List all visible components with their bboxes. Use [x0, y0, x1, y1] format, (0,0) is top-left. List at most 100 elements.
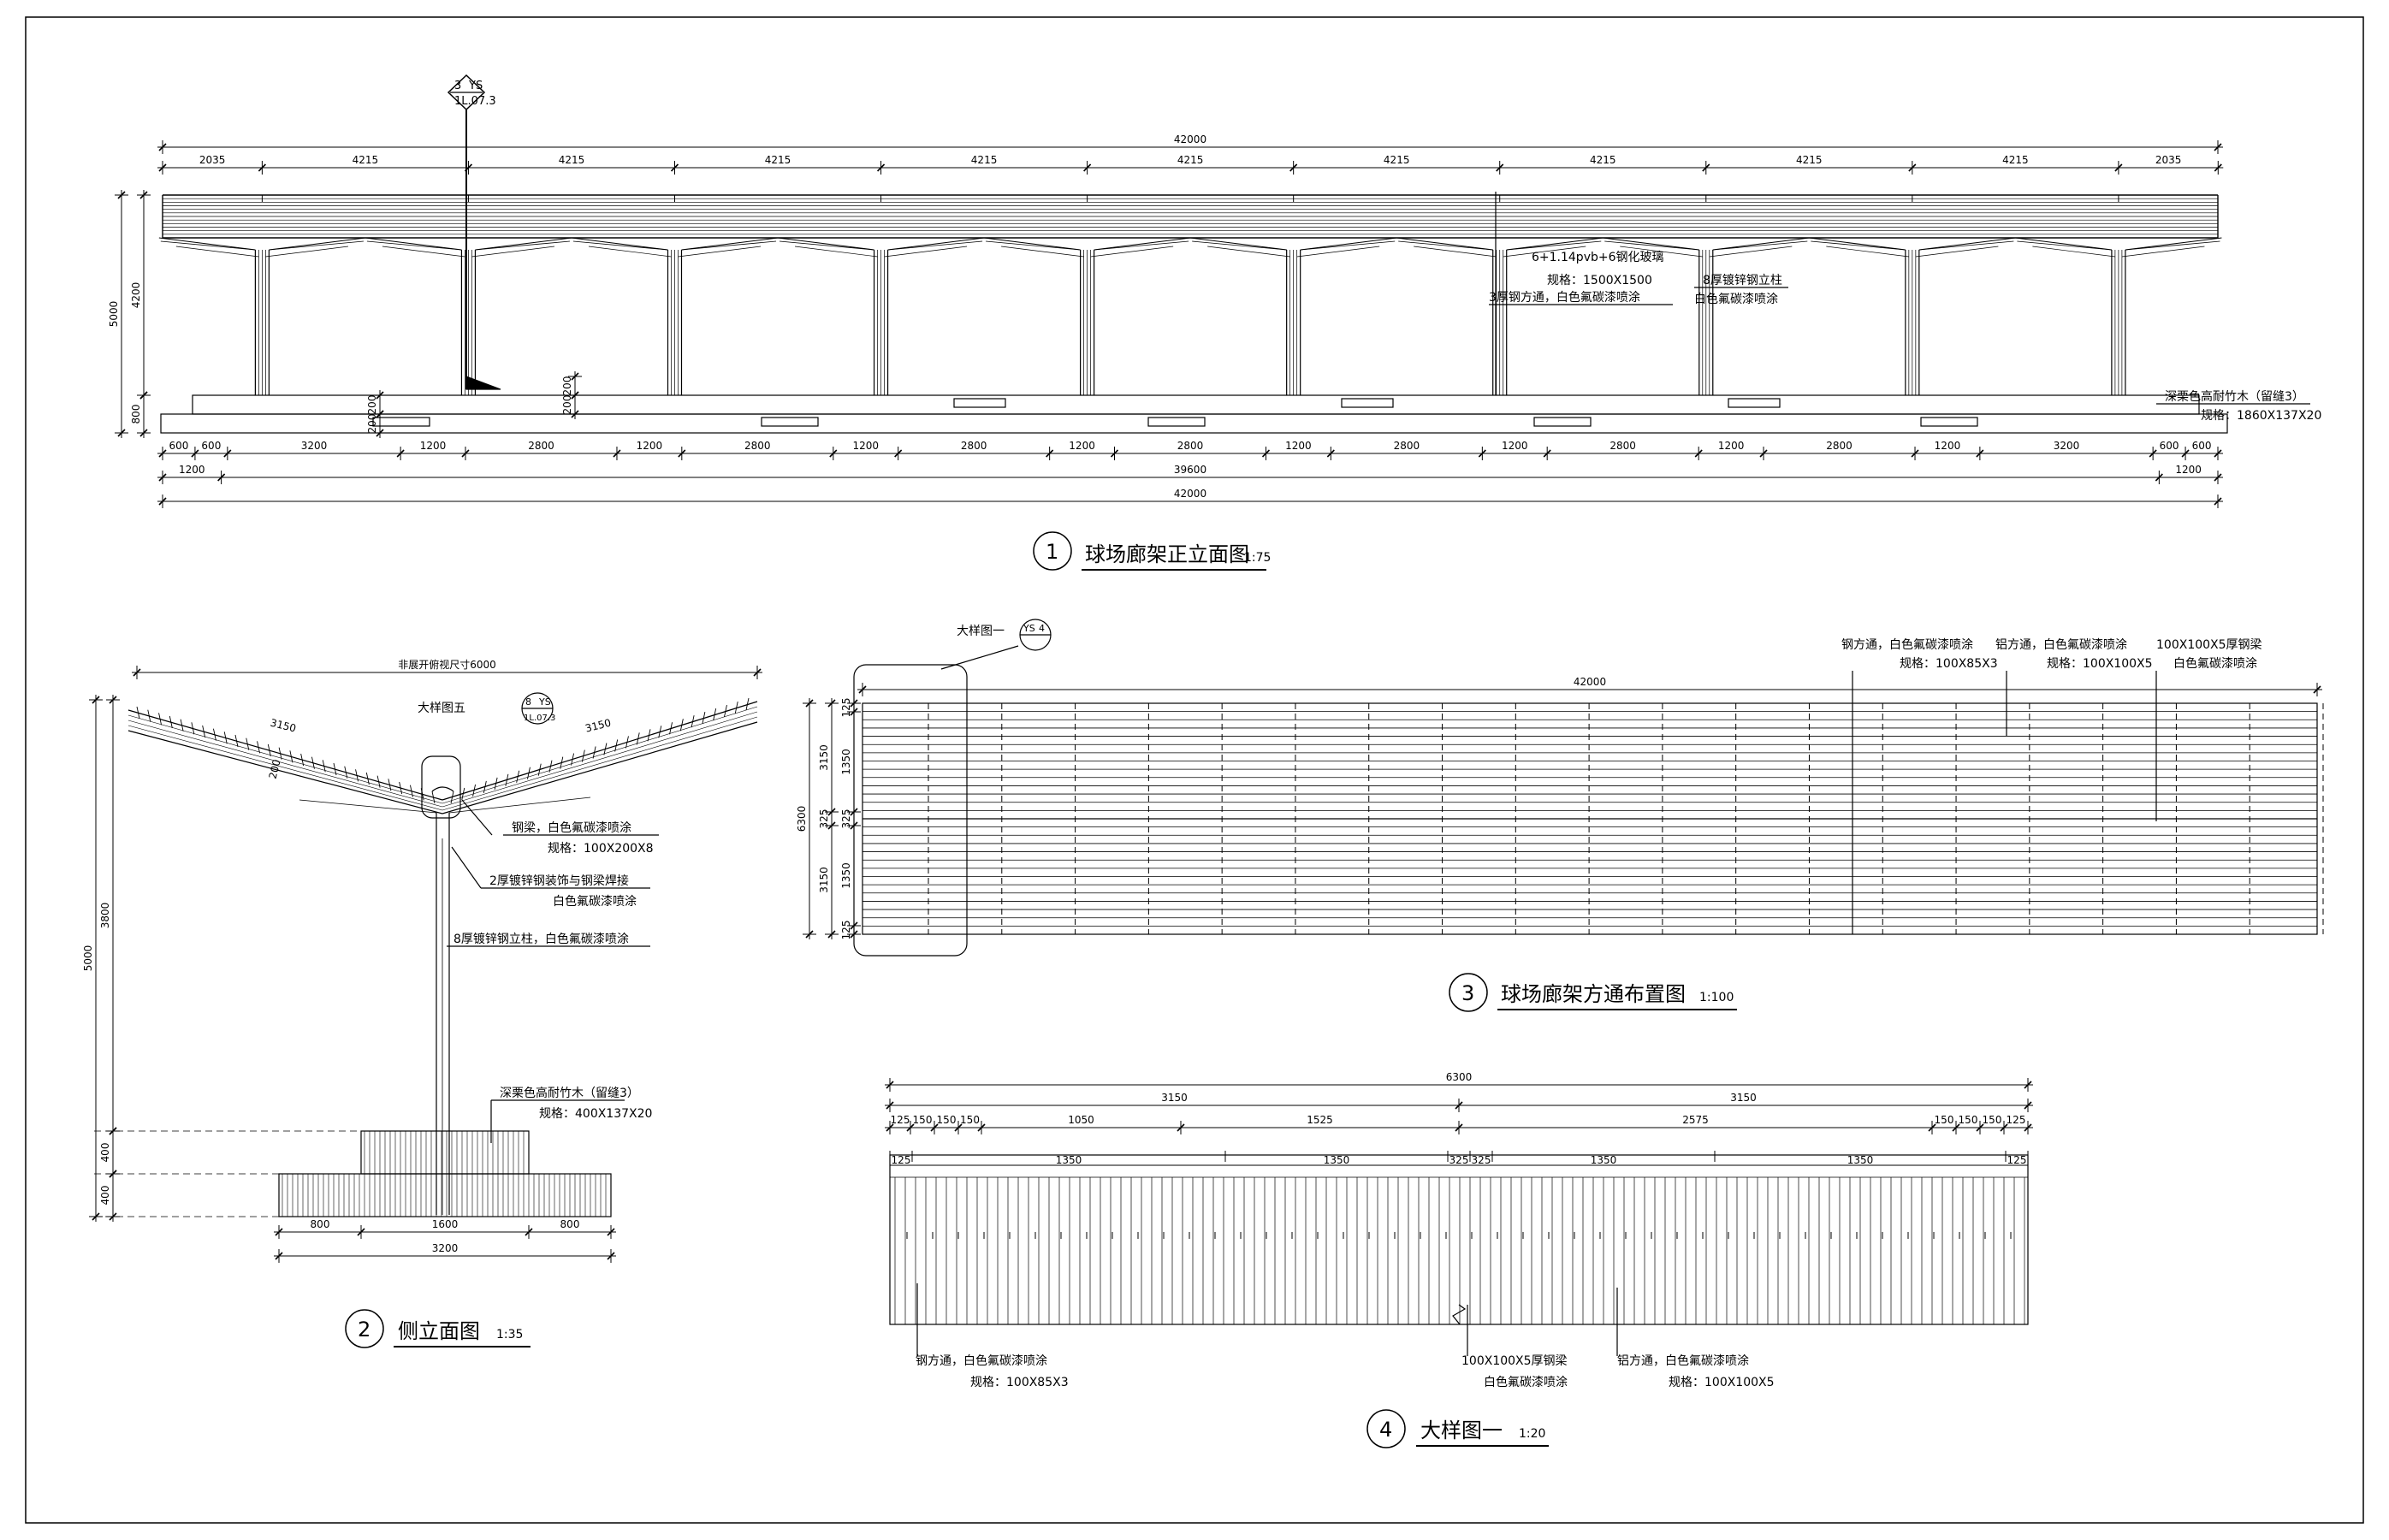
- dim-plan-outer-tick: [850, 930, 858, 939]
- title-num-3: 3: [1461, 981, 1474, 1005]
- right-slat: [461, 787, 465, 801]
- detail-ref-5: YS: [538, 696, 551, 708]
- base-upper-block: [360, 1130, 530, 1175]
- note-beam-1: 钢梁，白色氟碳漆喷涂: [512, 820, 631, 835]
- note-glass-2: 规格：1500X1500: [1547, 274, 1652, 287]
- left-slat: [136, 706, 140, 720]
- right-slat: [527, 767, 531, 779]
- branch: [678, 246, 762, 258]
- left-slat: [169, 715, 173, 729]
- dim-span-label-1: 4215: [353, 154, 379, 166]
- branch: [1190, 237, 1287, 251]
- dim-plan-outer-label-1: 1350: [840, 749, 852, 775]
- left-slat: [322, 760, 326, 773]
- dim-detail-halves-tick: [2024, 1101, 2032, 1110]
- right-slat: [603, 743, 608, 755]
- dim-detail-row3-tick: [1952, 1123, 1960, 1132]
- dim-detail-row3-tick: [1177, 1123, 1185, 1132]
- right-slat: [669, 722, 673, 735]
- detail-box-5[interactable]: [421, 755, 461, 819]
- dim-h-base-tick: [139, 429, 148, 437]
- dim-step-c-tick: [571, 410, 579, 418]
- dim-plan-total-v-tick: [805, 699, 814, 708]
- dim-bay-tick: [894, 449, 903, 458]
- left-slat: [311, 756, 315, 769]
- lower-slot: [372, 417, 430, 427]
- note-det-steel-2: 规格：100X85X3: [970, 1376, 1069, 1389]
- dim-span-label-6: 4215: [1384, 154, 1410, 166]
- dim-detail-row4-3: 325: [1449, 1154, 1469, 1166]
- right-slat: [724, 704, 727, 718]
- plan-dashed-beams: [928, 703, 2324, 934]
- branch: [1396, 237, 1493, 251]
- title-3: 球场廊架方通布置图: [1501, 982, 1686, 1006]
- dim-bay-tick: [2149, 449, 2157, 458]
- branch: [1001, 246, 1084, 258]
- dim-step-a-label-0: 200: [366, 395, 378, 415]
- dim-bay-label-7: 1200: [852, 440, 879, 452]
- title-circle-1: [1033, 531, 1072, 571]
- dim-detail-row3-label-5: 1525: [1307, 1114, 1333, 1126]
- left-slat: [278, 747, 282, 760]
- plan-view: 大样图一 YS 4 420001251350325135012531503253…: [796, 619, 2324, 1012]
- dim-span-tick: [1702, 163, 1710, 172]
- dim-bay-tick: [1261, 449, 1271, 458]
- note-plan-beam-2: 白色氟碳漆喷涂: [2173, 656, 2257, 671]
- dim-bottom-total-tick: [2214, 497, 2222, 506]
- dim-detail-row3-label-8: 150: [1959, 1114, 1978, 1126]
- branch: [2017, 240, 2112, 251]
- dim-detail-total-tick: [2024, 1081, 2032, 1089]
- dim-bay-tick: [1759, 449, 1768, 458]
- joint: [431, 786, 454, 792]
- right-slat: [691, 715, 695, 728]
- section-tag-ref: YS: [468, 80, 483, 92]
- note-glass-1: 6+1.14pvb+6钢化玻璃: [1532, 250, 1664, 264]
- lower-slot: [1147, 417, 1206, 427]
- dim-mid-tick: [217, 473, 226, 482]
- dim-bay-tick: [829, 449, 838, 458]
- right-slat: [548, 760, 553, 773]
- left-slat: [376, 775, 381, 788]
- dim-side-h-b2-label-0: 400: [99, 1186, 111, 1205]
- dim-h-col-label-0: 4200: [130, 282, 142, 309]
- dim-plan-outer-tick: [850, 921, 858, 930]
- detail-outline: [889, 1154, 2029, 1325]
- branch: [1918, 237, 2016, 251]
- dim-span-label-7: 4215: [1590, 154, 1616, 166]
- left-slat: [333, 762, 337, 776]
- right-slat: [472, 784, 476, 797]
- section-marker[interactable]: 3 YS 1L.07.3: [447, 74, 501, 390]
- note-beam-2: 规格：100X200X8: [548, 842, 654, 856]
- dim-bay-label-2: 3200: [301, 440, 328, 452]
- branch: [1712, 240, 1808, 251]
- dim-bay-tick: [1478, 449, 1486, 458]
- branch: [1503, 246, 1586, 258]
- note-plan-alu-1: 铝方通，白色氟碳漆喷涂: [1995, 637, 2127, 652]
- dim-side-h-col-tick: [109, 696, 117, 704]
- dim-mid-tick: [2214, 473, 2222, 482]
- branch: [475, 237, 572, 251]
- dim-side-top-tick: [753, 668, 762, 677]
- dim-mid-tick: [158, 473, 167, 482]
- dim-step-b-tick: [376, 429, 384, 437]
- branch: [1604, 240, 1699, 251]
- dim-mid-label-1: 39600: [1174, 464, 1206, 476]
- dim-h-base-label-0: 800: [130, 405, 142, 424]
- dim-span-tick: [876, 163, 886, 172]
- branch: [366, 240, 462, 251]
- dim-detail-row3-tick: [886, 1123, 894, 1132]
- note-tube: 3厚钢方通，白色氟碳漆喷涂: [1489, 290, 1640, 305]
- dim-detail-row3-label-7: 150: [1935, 1114, 1954, 1126]
- left-slat: [213, 728, 216, 741]
- title-4: 大样图一: [1420, 1419, 1503, 1442]
- dim-step-d-tick: [571, 391, 579, 400]
- branch: [269, 240, 364, 251]
- dim-mid-tick: [2155, 473, 2163, 482]
- note-column-2: 白色氟碳漆喷涂: [1694, 292, 1778, 306]
- branch: [681, 237, 779, 251]
- branch: [1296, 246, 1380, 258]
